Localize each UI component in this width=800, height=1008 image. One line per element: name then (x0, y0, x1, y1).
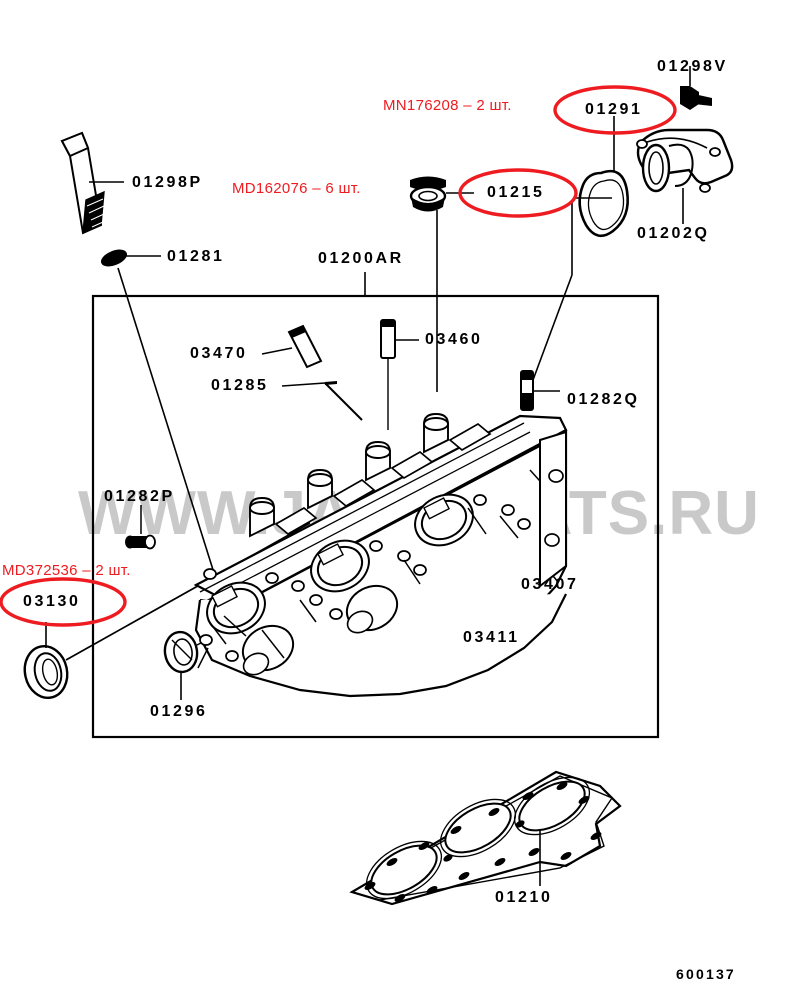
part-number-01210: 01210 (495, 889, 553, 906)
part-number-01200ar: 01200AR (318, 250, 404, 267)
part-number-01282q: 01282Q (567, 391, 640, 408)
ref-number-01291: 01291 (585, 101, 643, 118)
part-number-01285: 01285 (211, 377, 269, 394)
red-note-md162076: MD162076 – 6 шт. (232, 180, 361, 197)
ref-number-01215: 01215 (487, 184, 545, 201)
highlight-ellipse-03130 (0, 577, 127, 627)
highlight-ellipse-01291 (553, 85, 677, 135)
highlight-ellipse-01215 (458, 168, 578, 218)
part-number-01298v: 01298V (657, 58, 728, 75)
cylinder-head-body (193, 413, 568, 698)
ref-number-03130: 03130 (23, 593, 81, 610)
part-01282q-dowel (520, 370, 560, 411)
part-number-03411: 03411 (463, 629, 520, 646)
part-03460-pin (380, 319, 419, 430)
part-01282p-dowel (125, 505, 156, 550)
part-number-03407: 03407 (521, 576, 579, 593)
part-01298v-bolt (680, 66, 712, 110)
part-number-01281: 01281 (167, 248, 225, 265)
red-note-mn176208: MN176208 – 2 шт. (383, 97, 512, 114)
part-01298p-bolt (60, 131, 124, 235)
part-number-01202q: 01202Q (637, 225, 710, 242)
part-number-01296: 01296 (150, 703, 208, 720)
part-number-03470: 03470 (190, 345, 248, 362)
assembly-frame-box (91, 294, 660, 739)
part-number-03460: 03460 (425, 331, 483, 348)
red-note-md372536: MD372536 – 2 шт. (2, 562, 131, 579)
part-01296-seal (163, 617, 251, 700)
diagram-sheet-code: 600137 (676, 966, 736, 982)
part-01291-ring (532, 116, 629, 381)
part-number-01298p: 01298P (132, 174, 203, 191)
part-03470-dowel (261, 324, 323, 369)
part-01281-pin (101, 249, 221, 593)
part-01202q-flange (636, 128, 734, 224)
highlight-ellipses (0, 85, 677, 627)
leader-01285 (281, 381, 363, 421)
part-01215-seal (409, 176, 474, 392)
part-01210-head-gasket (349, 770, 622, 906)
part-number-01282p: 01282P (104, 488, 175, 505)
